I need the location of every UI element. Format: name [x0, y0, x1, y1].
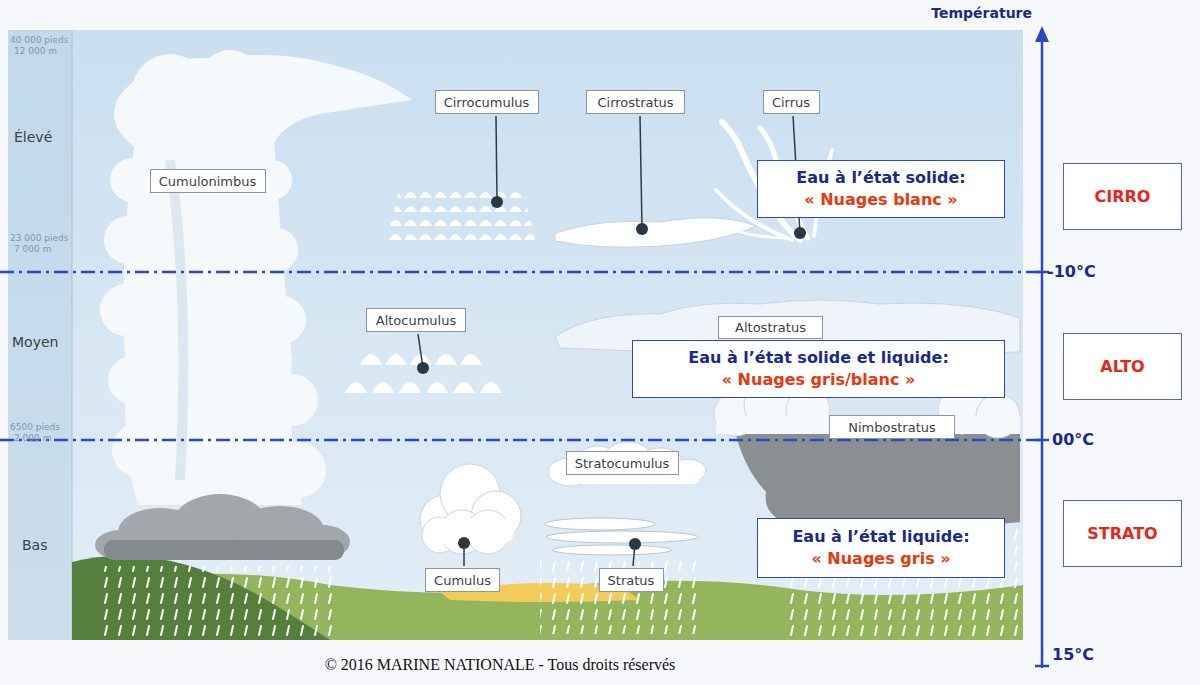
cirrocumulus-cloud: [386, 186, 536, 244]
cloud-label-box: Cirrostratus: [586, 90, 685, 114]
cumulonimbus-cloud: [95, 50, 412, 636]
cloud-label-box: Stratus: [599, 568, 664, 592]
stratocumulus-cloud: [548, 442, 706, 486]
cloud-label-box: Altocumulus: [366, 308, 466, 332]
node-text: Altocumulus: [376, 313, 456, 328]
node-text: CIRRO: [1095, 187, 1151, 206]
node-text: Eau à l’état liquide:: [792, 526, 969, 548]
cloud-label-box: Altostratus: [718, 316, 823, 339]
cirrostratus-cloud: [555, 218, 756, 247]
prefix-box: CIRRO: [1063, 163, 1182, 230]
node-text: Eau à l’état solide:: [796, 167, 965, 189]
level-name: Élevé: [14, 129, 52, 145]
prefix-box: ALTO: [1063, 333, 1182, 400]
cloud-label-box: Cumulonimbus: [150, 169, 266, 193]
node-text: Altostratus: [735, 320, 806, 335]
axis-title: Température: [900, 5, 1032, 21]
node-text: Cumulonimbus: [159, 174, 257, 189]
node-text: STRATO: [1087, 524, 1157, 543]
temperature-value: 15°C: [1052, 645, 1094, 664]
node-subtext: « Nuages gris/blanc »: [722, 369, 916, 391]
node-subtext: « Nuages gris »: [811, 548, 950, 570]
cloud-label-box: Cirrocumulus: [435, 90, 539, 114]
altitude-meters: 2 000 m: [14, 433, 51, 443]
temperature-value: -10°C: [1047, 262, 1096, 281]
cloud-label-box: Stratocumulus: [566, 451, 679, 475]
freezing-level-lines: [0, 272, 1040, 440]
temperature-value: 00°C: [1052, 430, 1094, 449]
node-text: Stratus: [608, 573, 655, 588]
altitude-feet: 6500 pieds: [10, 422, 60, 432]
altitude-meters: 12 000 m: [14, 46, 57, 56]
copyright-caption: © 2016 MARINE NATIONALE - Tous droits ré…: [250, 656, 750, 674]
node-text: Stratocumulus: [575, 456, 670, 471]
nimbostratus-cloud: [714, 379, 1020, 636]
stratus-cloud: [540, 518, 700, 634]
temperature-axis: [1035, 26, 1049, 668]
cloud-label-box: Cumulus: [425, 568, 500, 592]
altitude-feet: 40 000 pieds: [10, 35, 69, 45]
node-subtext: « Nuages blanc »: [804, 189, 957, 211]
node-text: Eau à l’état solide et liquide:: [688, 347, 949, 369]
prefix-box: STRATO: [1063, 500, 1182, 567]
node-text: Cirrocumulus: [444, 95, 530, 110]
cloud-label-box: Nimbostratus: [829, 415, 955, 439]
node-text: Cirrus: [772, 95, 810, 110]
cumulus-cloud: [420, 464, 521, 554]
water-state-box: Eau à l’état liquide:« Nuages gris »: [757, 518, 1005, 578]
level-name: Moyen: [12, 334, 58, 350]
altocumulus-cloud: [345, 354, 502, 393]
sky-panel: [8, 30, 1023, 640]
water-state-box: Eau à l’état solide et liquide:« Nuages …: [632, 340, 1005, 398]
cloud-label-box: Cirrus: [763, 90, 820, 114]
level-name: Bas: [22, 537, 47, 553]
node-text: Nimbostratus: [848, 420, 936, 435]
node-text: Cumulus: [434, 573, 491, 588]
node-text: Cirrostratus: [597, 95, 673, 110]
node-text: ALTO: [1100, 357, 1144, 376]
water-state-box: Eau à l’état solide:« Nuages blanc »: [757, 160, 1005, 218]
altitude-feet: 23 000 pieds: [10, 233, 69, 243]
altitude-meters: 7 000 m: [14, 244, 51, 254]
